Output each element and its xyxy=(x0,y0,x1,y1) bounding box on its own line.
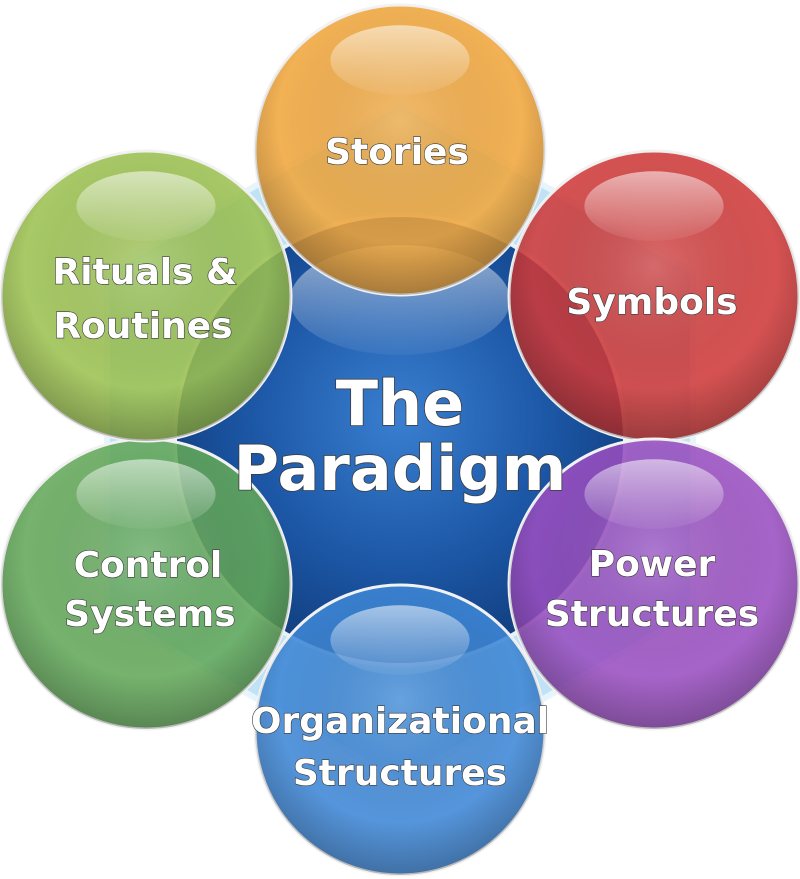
symbols-circle-shade xyxy=(509,151,799,441)
control-systems-circle xyxy=(0,437,293,731)
organizational-structures-circle xyxy=(253,583,547,877)
symbols-circle xyxy=(507,149,800,443)
organizational-structures-circle-gloss xyxy=(330,605,470,675)
power-structures-label-line1: Power xyxy=(589,544,716,585)
center-title-line1: The xyxy=(336,367,464,440)
control-systems-circle-gloss xyxy=(76,459,216,529)
organizational-structures-circle-shade xyxy=(255,585,545,875)
rituals-routines-label-line2: Routines xyxy=(53,306,232,347)
power-structures-label-line2: Structures xyxy=(545,594,759,635)
power-structures-circle-gloss xyxy=(584,459,724,529)
organizational-structures-label-line1: Organizational xyxy=(251,701,549,742)
outer-label-stories: Stories xyxy=(324,131,469,173)
rituals-routines-circle-gloss xyxy=(76,171,216,241)
power-structures-circle xyxy=(507,437,800,731)
control-systems-label-line1: Control xyxy=(74,545,223,586)
outer-label-symbols: Symbols xyxy=(566,281,738,323)
rituals-routines-label-line1: Rituals & xyxy=(53,252,238,293)
stories-circle xyxy=(253,3,547,297)
control-systems-label-line2: Systems xyxy=(64,594,235,635)
rituals-routines-circle xyxy=(0,149,293,443)
outer-label-rituals-routines: Rituals & Routines xyxy=(52,251,238,347)
rituals-routines-circle-shade xyxy=(1,151,291,441)
outer-label-power-structures: Power Structures xyxy=(544,543,759,635)
power-structures-circle-shade xyxy=(509,439,799,729)
stories-label: Stories xyxy=(325,132,469,173)
control-systems-circle-shade xyxy=(1,439,291,729)
center-title-line2: Paradigm xyxy=(234,432,567,505)
outer-label-control-systems: Control Systems xyxy=(64,544,237,635)
stories-circle-shade xyxy=(255,5,545,295)
stories-circle-gloss xyxy=(330,25,470,95)
outer-circles-group xyxy=(0,3,800,877)
symbols-label: Symbols xyxy=(566,282,737,323)
symbols-circle-gloss xyxy=(584,171,724,241)
organizational-structures-label-line2: Structures xyxy=(293,753,507,794)
outer-label-organizational-structures: Organizational Structures xyxy=(250,700,549,794)
